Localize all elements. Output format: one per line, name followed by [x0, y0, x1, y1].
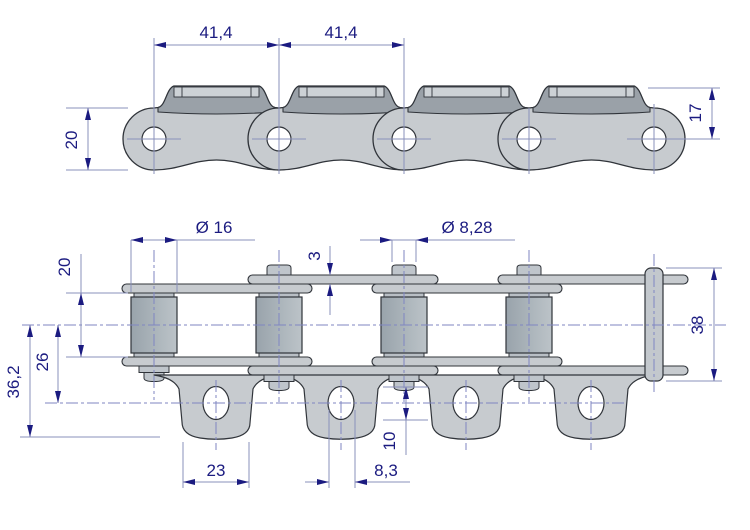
dimension-arrow [403, 387, 409, 399]
dimension-arrow [709, 127, 715, 139]
dimension-arrow [27, 325, 33, 337]
outer-plate-strip [247, 365, 439, 376]
dim-attachment-width: 23 [182, 442, 250, 488]
dimension-arrow [131, 237, 143, 243]
dimension-arrow [78, 293, 84, 305]
inner-plate-strip [371, 356, 563, 367]
dim-hole-width-text: 8,3 [374, 461, 398, 480]
dimension-arrow [317, 479, 329, 485]
dimension-arrow [416, 237, 428, 243]
outer-plate-strip [247, 274, 439, 285]
dimension-arrow [237, 479, 249, 485]
dim-pin-diameter-text: Ø 8,28 [441, 218, 492, 237]
dim-attachment-width-text: 23 [207, 461, 226, 480]
dim-plate-height-text: 20 [62, 131, 81, 150]
dim-plate-thickness-text: 3 [305, 251, 324, 260]
dimension-arrow [78, 345, 84, 357]
dim-plate-height: 20 [62, 107, 128, 171]
inner-plate-strip [121, 283, 313, 294]
inner-plate-strip [121, 356, 313, 367]
outer-plate-strip [497, 274, 689, 285]
inner-plate-strip [371, 283, 563, 294]
dimension-arrow [711, 369, 717, 381]
dimension-arrow [55, 325, 61, 337]
dimension-arrow [55, 391, 61, 403]
dim-hole-length: 10 [380, 386, 428, 455]
side-view: 41,4 41,4 20 17 [62, 23, 720, 174]
dim-hole-length-text: 10 [380, 432, 399, 451]
dim-attachment-reach: 36,2 [4, 325, 160, 438]
dim-top-to-center-text: 17 [686, 104, 705, 123]
dim-roller-diameter-text: Ø 16 [196, 218, 233, 237]
dim-hole-offset-text: 26 [33, 353, 52, 372]
dimension-arrow [183, 479, 195, 485]
dim-plate-thickness: 3 [305, 246, 333, 315]
dimension-arrow [267, 42, 279, 48]
dim-pitch-left-text: 41,4 [199, 23, 232, 42]
dim-hole-offset: 26 [33, 325, 61, 403]
dim-pitch: 41,4 41,4 [154, 23, 404, 48]
dim-pin-length-text: 38 [688, 316, 707, 335]
dim-pin-length: 38 [666, 267, 722, 382]
dim-inner-width: 20 [55, 254, 128, 358]
dimension-arrow [327, 263, 333, 275]
dimension-arrow [392, 42, 404, 48]
dim-pin-diameter: Ø 8,28 [360, 218, 515, 262]
dimension-arrow [154, 42, 166, 48]
dim-roller-diameter: Ø 16 [130, 218, 255, 292]
dim-top-to-center: 17 [648, 87, 720, 139]
dim-hole-width: 8,3 [305, 410, 410, 488]
side-view-centerlines [127, 38, 720, 174]
dim-inner-width-text: 20 [55, 258, 74, 277]
dimension-arrow [27, 425, 33, 437]
dimension-arrow [709, 88, 715, 100]
dimension-arrow [403, 408, 409, 420]
plan-view: Ø 16 Ø 8,28 3 20 [4, 218, 726, 488]
dimension-arrow [165, 237, 177, 243]
dim-attachment-reach-text: 36,2 [4, 365, 23, 398]
dimension-arrow [327, 284, 333, 296]
dimension-arrow [85, 158, 91, 170]
plan-view-centerlines [22, 250, 726, 450]
dim-pitch-right-text: 41,4 [324, 23, 357, 42]
dimension-arrow [355, 479, 367, 485]
dimension-arrow [711, 268, 717, 280]
dimension-arrow [380, 237, 392, 243]
dimension-arrow [279, 42, 291, 48]
dimension-arrow [85, 108, 91, 120]
